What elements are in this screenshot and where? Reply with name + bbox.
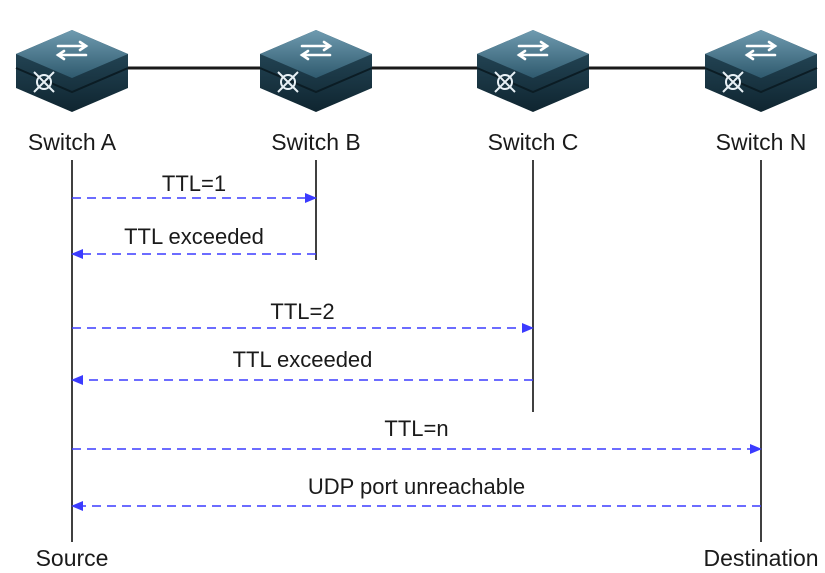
network-switch-icon	[475, 28, 591, 114]
network-switch-icon	[14, 28, 130, 114]
destination-label: Destination	[703, 545, 818, 571]
source-label: Source	[36, 545, 109, 571]
message-label: TTL=2	[270, 299, 334, 324]
switch-node: Switch N	[703, 28, 819, 155]
switch-label: Switch B	[271, 129, 360, 155]
message-label: TTL=1	[162, 171, 226, 196]
switch-node: Switch A	[14, 28, 130, 155]
message-label: UDP port unreachable	[308, 474, 525, 499]
switch-label: Switch A	[28, 129, 117, 155]
switch-node: Switch C	[475, 28, 591, 155]
switch-label: Switch N	[716, 129, 807, 155]
network-switch-icon	[258, 28, 374, 114]
switch-label: Switch C	[488, 129, 579, 155]
switch-node: Switch B	[258, 28, 374, 155]
message-label: TTL=n	[384, 416, 448, 441]
network-switch-icon	[703, 28, 819, 114]
message-label: TTL exceeded	[124, 224, 264, 249]
message-label: TTL exceeded	[233, 347, 373, 372]
